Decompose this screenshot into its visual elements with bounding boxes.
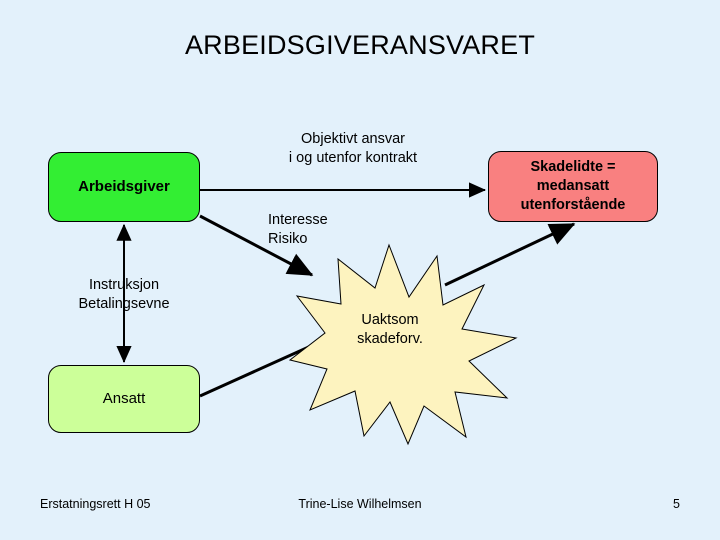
- connector-employee-to-negligence: [199, 339, 323, 398]
- connector-employer-to-negligence: [199, 214, 314, 277]
- page-title: ARBEIDSGIVERANSVARET: [184, 30, 536, 60]
- node-employer[interactable]: Arbeidsgiver: [48, 152, 200, 222]
- node-employer-label: Arbeidsgiver: [78, 178, 170, 195]
- negligence-star-shape: [288, 243, 518, 446]
- node-injured-line-3: utenforstående: [520, 197, 626, 213]
- footer-page-number: 5: [673, 497, 680, 511]
- node-injured-party[interactable]: Skadelidte = medansatt utenforstående: [488, 151, 658, 222]
- annotation-instruction-capacity: Instruksjon Betalingsevne: [78, 277, 170, 312]
- footer-author: Trine-Lise Wilhelmsen: [298, 497, 422, 511]
- node-negligence-label: Uaktsom skadeforv.: [357, 312, 423, 347]
- node-injured-line-2: medansatt: [536, 178, 610, 194]
- annotation-objective-liability: Objektivt ansvar i og utenfor kontrakt: [288, 131, 418, 166]
- node-employee[interactable]: Ansatt: [48, 365, 200, 433]
- connector-negligence-to-injured: [444, 222, 576, 287]
- footer-course: Erstatningsrett H 05: [40, 497, 151, 511]
- annotation-interest-risk: Interesse Risiko: [268, 212, 328, 247]
- node-injured-line-1: Skadelidte =: [530, 159, 616, 175]
- node-employee-label: Ansatt: [102, 390, 146, 407]
